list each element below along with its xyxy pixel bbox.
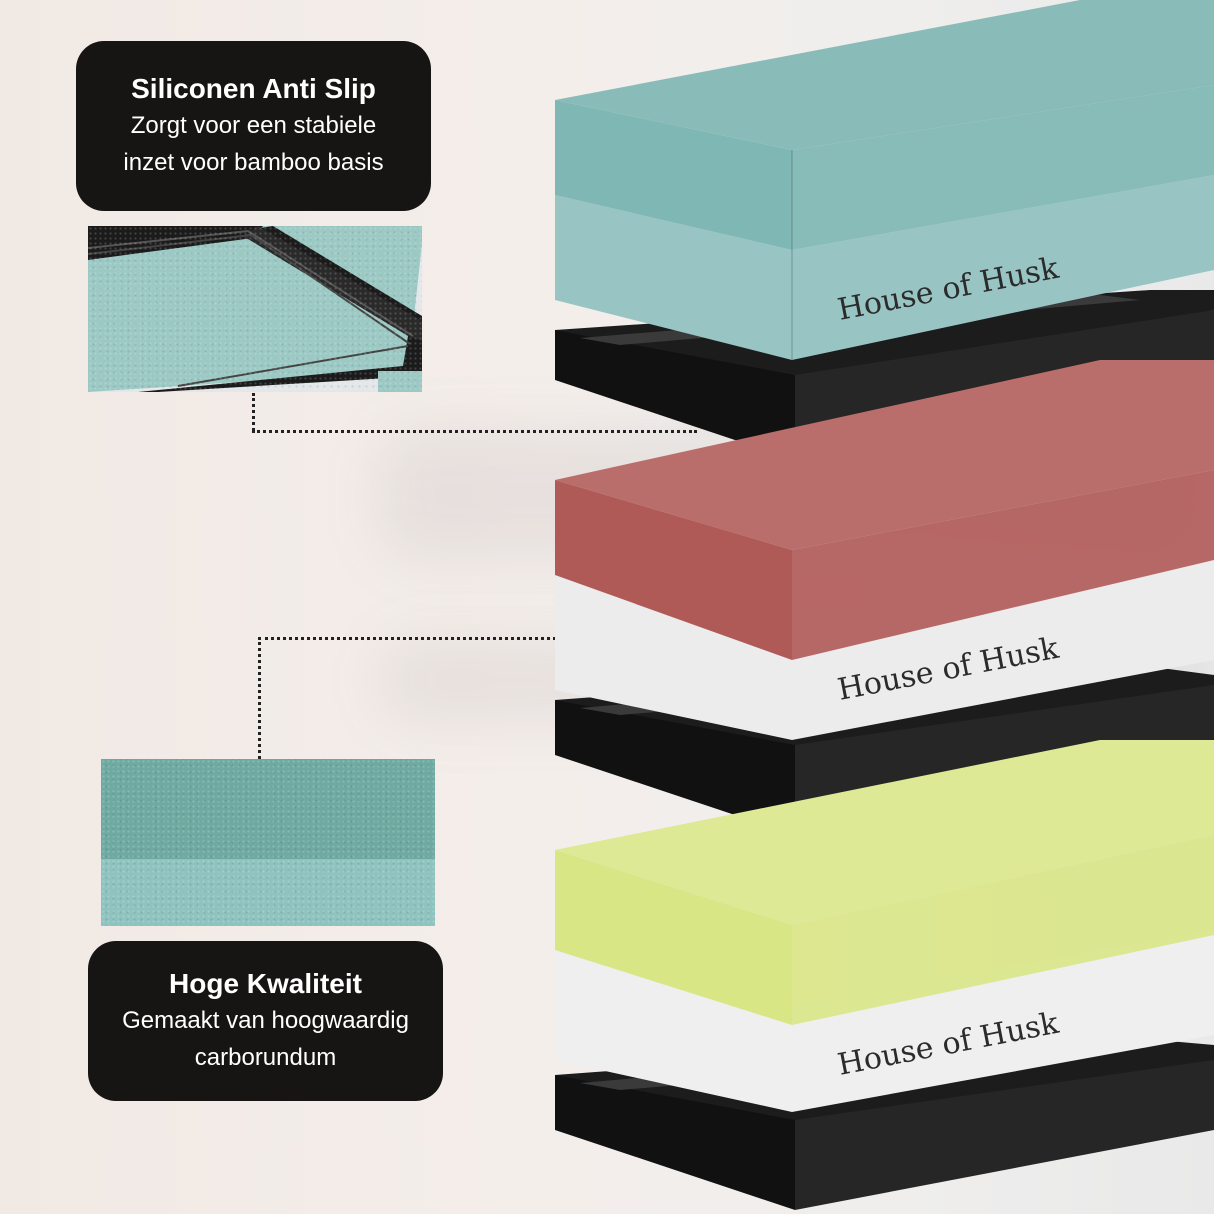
quality-title: Hoge Kwaliteit [169,968,362,999]
stone-red: House of Husk [555,360,1214,835]
connector-line [252,393,255,431]
connector-line [258,637,261,759]
quality-description-line2: carborundum [194,1044,337,1071]
stone-blue: House of Husk [555,0,1214,460]
connector-line [252,430,697,433]
anti-slip-description-line1: Zorgt voor een stabiele [130,112,377,139]
stone-green: House of Husk [555,740,1214,1210]
anti-slip-callout: Siliconen Anti Slip Zorgt voor een stabi… [76,41,431,211]
connector-line [258,637,653,640]
anti-slip-title: Siliconen Anti Slip [131,73,376,104]
silicone-frame-closeup-image [88,226,422,392]
anti-slip-description-line2: inzet voor bamboo basis [123,149,384,176]
quality-description-line1: Gemaakt van hoogwaardig [122,1007,409,1034]
carborundum-closeup-image [101,759,435,926]
quality-callout: Hoge Kwaliteit Gemaakt van hoogwaardig c… [88,941,443,1101]
